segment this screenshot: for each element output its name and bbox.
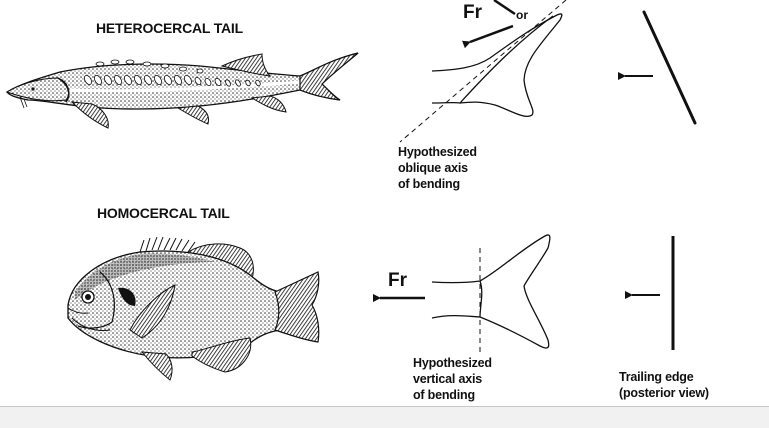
tail-bending-figure: HETEROCERCAL TAIL HOMOCERCAL TAIL xyxy=(5,0,710,402)
trailing-edge-label: Trailing edge (posterior view) xyxy=(619,370,709,400)
tail-diagrams xyxy=(373,0,697,352)
oblique-axis-label: Hypothesized oblique axis of bending xyxy=(398,145,477,191)
viewer-bottom-bar xyxy=(0,406,769,428)
sunfish-illustration xyxy=(67,236,320,381)
force-label-bottom: Fr xyxy=(388,270,407,291)
heterocercal-tail-outline xyxy=(431,13,563,117)
trailing-edge-oblique xyxy=(642,10,697,125)
homocercal-tail-outline xyxy=(431,234,551,349)
sturgeon-illustration xyxy=(5,52,359,129)
oblique-axis-line xyxy=(399,0,567,143)
force-label-top: Fr xyxy=(463,2,482,23)
heterocercal-title: HETEROCERCAL TAIL xyxy=(96,20,243,36)
or-label: or xyxy=(516,8,528,22)
homocercal-title: HOMOCERCAL TAIL xyxy=(97,205,230,221)
vertical-axis-label: Hypothesized vertical axis of bending xyxy=(413,356,492,402)
force-arrow-oblique xyxy=(462,24,514,49)
force-line-upper xyxy=(493,0,516,16)
